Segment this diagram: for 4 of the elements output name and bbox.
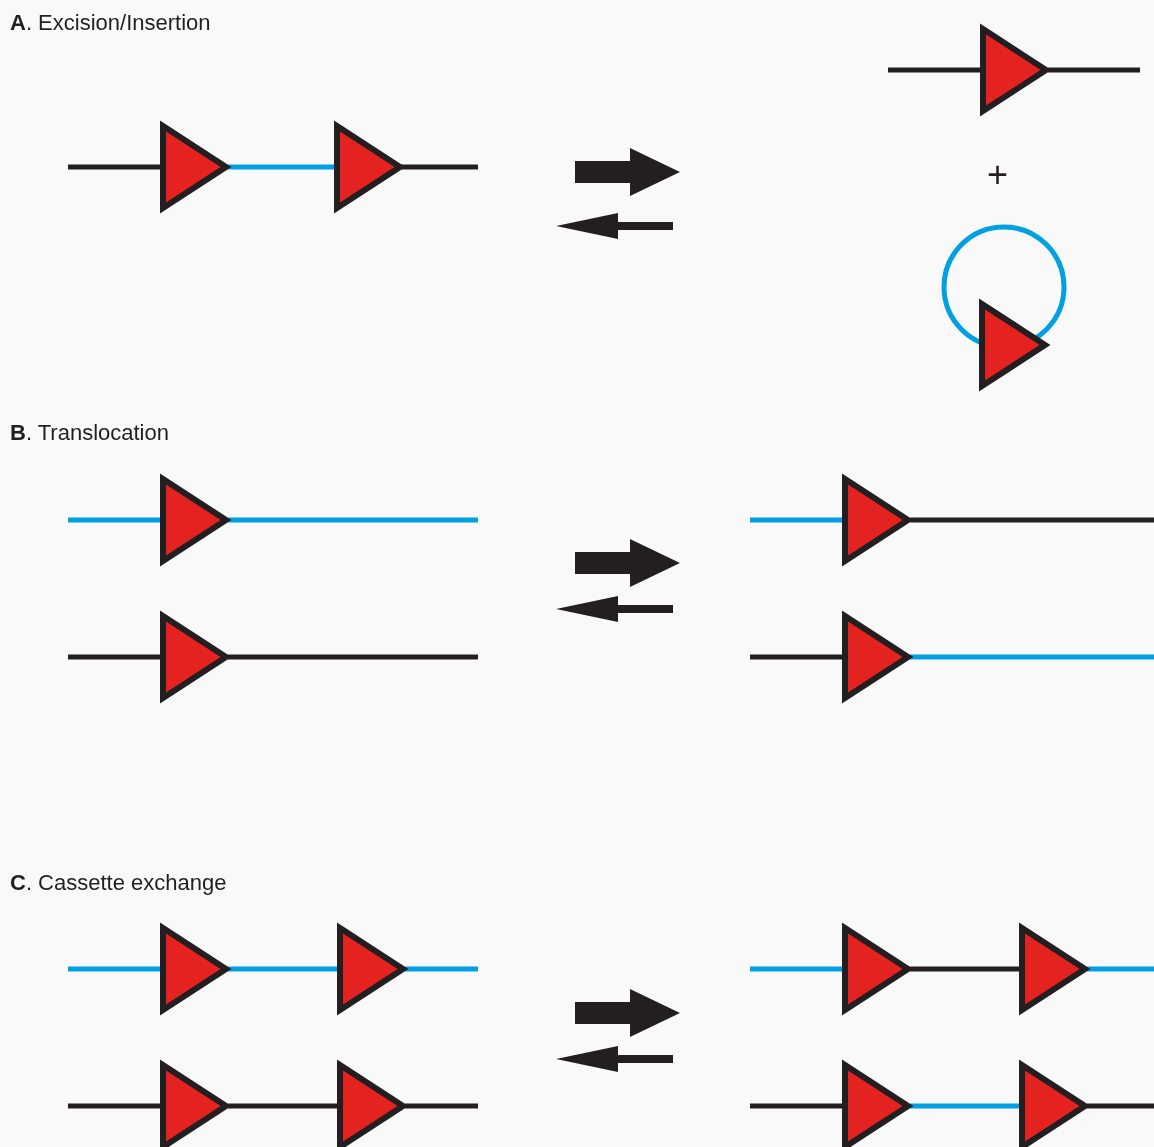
panel-heading: A. Excision/Insertion [10,12,211,34]
panel-heading: C. Cassette exchange [10,872,227,894]
panel-heading: B. Translocation [10,422,169,444]
plus-sign: + [987,157,1009,193]
